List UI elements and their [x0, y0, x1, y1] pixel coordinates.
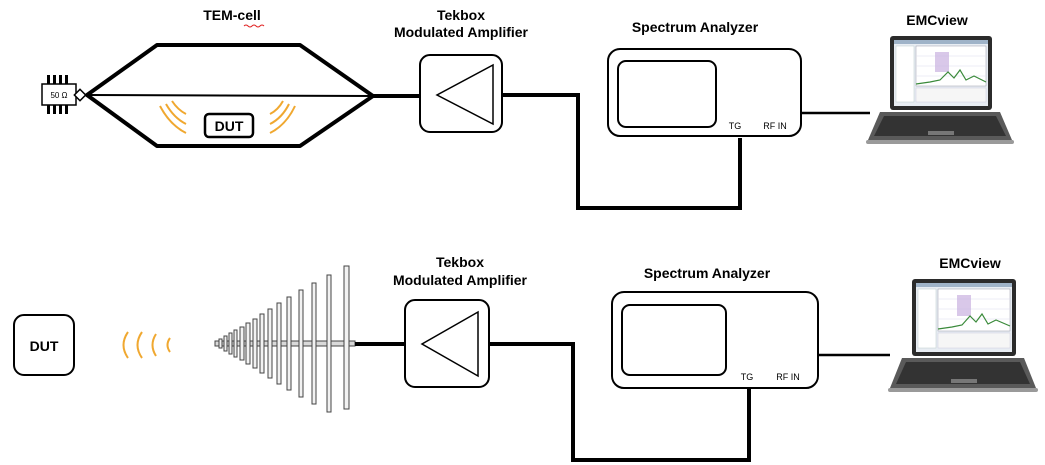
setup-tem-cell: TEM-cell 50 Ω [41, 7, 1014, 210]
amplifier-triangle-icon [420, 310, 479, 378]
dut-label: DUT [30, 338, 59, 354]
laptop-label: EMCview [939, 255, 1001, 271]
laptop-icon [866, 36, 1014, 144]
wave-icon [269, 100, 296, 134]
wave-icon [159, 100, 187, 134]
rfin-label: RF IN [763, 121, 787, 131]
analyzer-label: Spectrum Analyzer [632, 19, 759, 35]
analyzer-screen [621, 304, 727, 376]
log-periodic-antenna [214, 265, 356, 413]
spellcheck-underline [243, 24, 265, 28]
laptop-icon [888, 279, 1038, 392]
cable [502, 93, 742, 210]
amplifier-title: Tekbox [437, 7, 485, 23]
tg-label: TG [741, 372, 754, 382]
dut-label: DUT [215, 118, 244, 134]
cable [489, 342, 751, 462]
amplifier-title: Tekbox [436, 254, 484, 270]
amplifier-triangle-icon [435, 63, 494, 126]
terminator-chip: 50 Ω [41, 75, 87, 114]
dut-box [203, 112, 255, 139]
terminator-label: 50 Ω [50, 91, 67, 100]
tg-label: TG [729, 121, 742, 131]
dut-box [13, 314, 75, 376]
setup-antenna: DUT Tek [13, 254, 1038, 462]
amplifier-subtitle: Modulated Amplifier [393, 272, 528, 288]
tem-cell-label: TEM-cell [203, 7, 261, 23]
rfin-label: RF IN [776, 372, 800, 382]
wave-icon [122, 331, 171, 359]
amplifier-subtitle: Modulated Amplifier [394, 24, 529, 40]
analyzer-label: Spectrum Analyzer [644, 265, 771, 281]
analyzer-screen [617, 60, 717, 128]
laptop-label: EMCview [906, 12, 968, 28]
tem-cell-septum [86, 94, 374, 97]
